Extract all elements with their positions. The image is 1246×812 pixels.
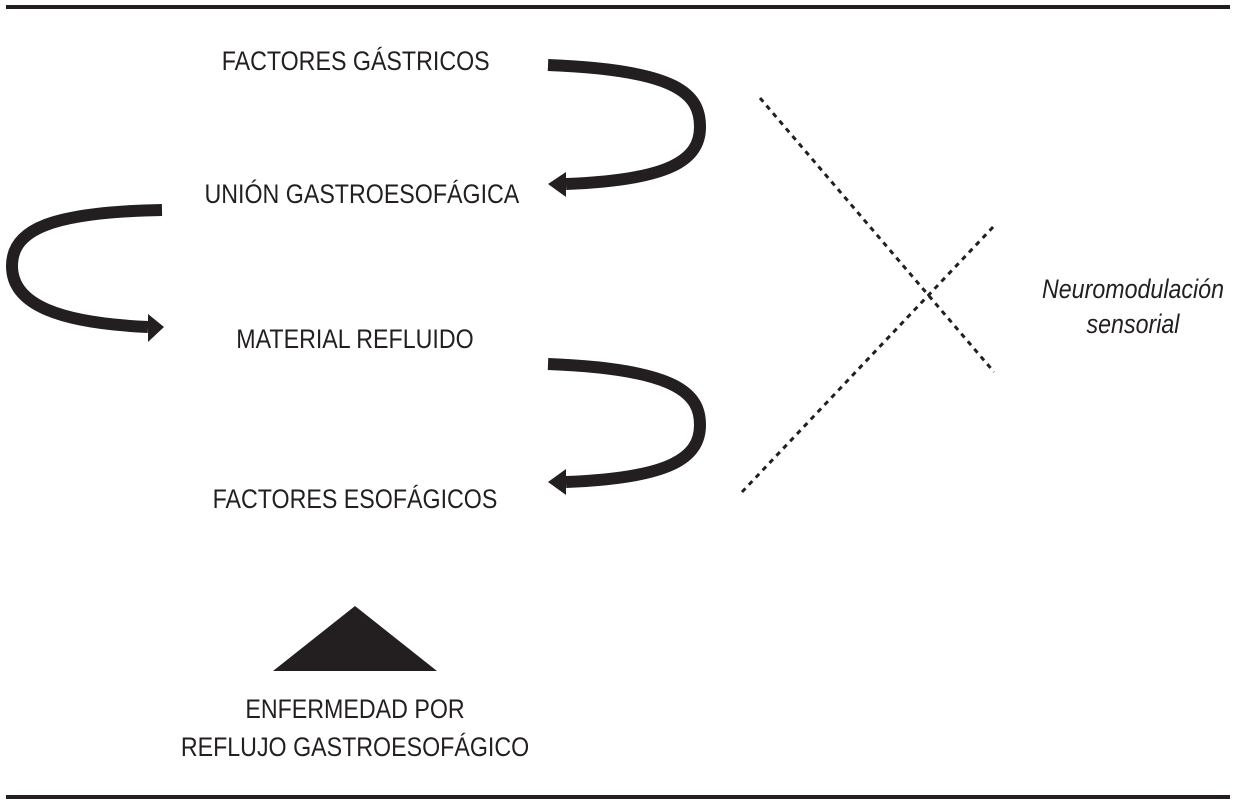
arrow-gej-to-reflux xyxy=(5,204,164,342)
disease-title-line1: ENFERMEDAD POR xyxy=(245,694,465,724)
arrow-reflux-to-esophageal xyxy=(547,358,707,495)
disease-title-line2: REFLUJO GASTROESOFÁGICO xyxy=(180,732,530,762)
triangle-icon xyxy=(273,606,437,671)
label-gastroesophageal-junction: UNIÓN GASTROESOFÁGICA xyxy=(204,179,520,209)
bottom-rule xyxy=(6,795,1230,799)
neuromodulation-line1: Neuromodulación xyxy=(1042,274,1224,304)
neuromodulation-label: Neuromodulación sensorial xyxy=(1036,272,1230,342)
dotted-line-down xyxy=(758,97,996,373)
label-refluxed-material: MATERIAL REFLUIDO xyxy=(236,324,474,354)
label-gastric-factors: FACTORES GÁSTRICOS xyxy=(221,46,490,76)
arrow-gastric-to-gej xyxy=(547,59,707,197)
dotted-line-up xyxy=(740,224,996,494)
neuromodulation-line2: sensorial xyxy=(1086,309,1180,339)
disease-title: ENFERMEDAD POR REFLUJO GASTROESOFÁGICO xyxy=(179,690,532,766)
label-esophageal-factors: FACTORES ESOFÁGICOS xyxy=(212,484,498,514)
top-rule xyxy=(6,5,1230,9)
